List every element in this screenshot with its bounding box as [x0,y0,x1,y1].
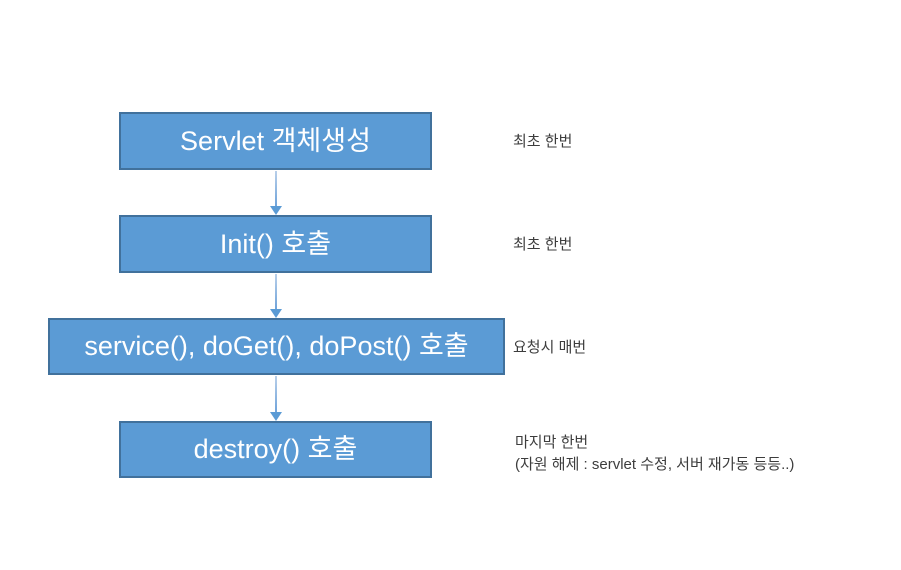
arrow-head-icon [269,412,282,421]
arrow-line [274,171,277,206]
annotation-step-1: 최초 한번 [513,131,572,153]
annotation-step-4: 마지막 한번 (자원 해제 : servlet 수정, 서버 재가동 등등..) [515,432,794,476]
annotation-line-2: (자원 해제 : servlet 수정, 서버 재가동 등등..) [515,456,795,473]
flow-box-destroy: destroy() 호출 [119,421,432,478]
flow-box-label: destroy() 호출 [193,434,358,464]
annotation-step-2: 최초 한번 [513,234,572,256]
flow-box-label: Servlet 객체생성 [180,125,371,156]
flow-box-servlet-create: Servlet 객체생성 [119,112,432,170]
arrow-head-icon [269,206,282,215]
annotation-line: 요청시 매번 [513,339,587,356]
annotation-line: 최초 한번 [513,133,573,150]
annotation-line: 마지막 한번 [515,434,589,451]
flow-box-label: Init() 호출 [219,228,332,259]
arrow-line [274,274,277,309]
arrow-head-icon [269,309,282,318]
flow-arrow-1 [269,171,282,215]
flow-box-label: service(), doGet(), doPost() 호출 [84,331,469,361]
flow-box-service: service(), doGet(), doPost() 호출 [48,318,505,375]
flow-arrow-2 [269,274,282,318]
flow-box-init: Init() 호출 [119,215,432,273]
annotation-line: 최초 한번 [513,236,573,253]
arrow-line [274,376,277,412]
annotation-step-3: 요청시 매번 [513,337,586,359]
flow-arrow-3 [269,376,282,421]
